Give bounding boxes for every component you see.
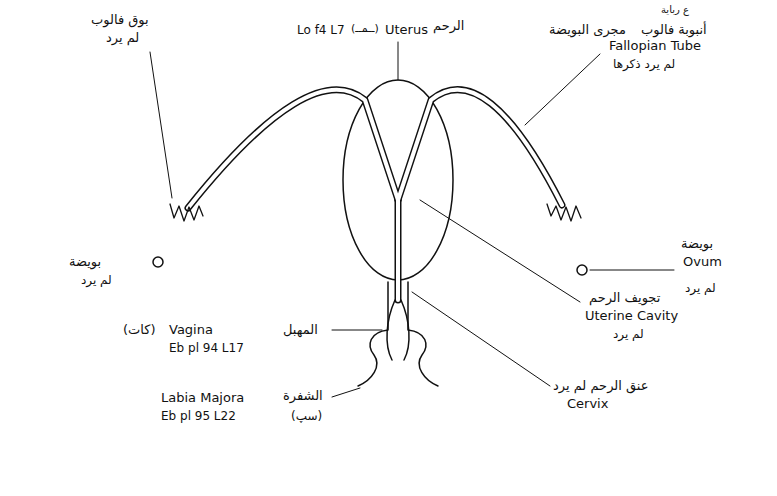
- note: بويضة: [680, 236, 714, 252]
- note: بويضة: [68, 254, 102, 270]
- vagina-outline: [358, 282, 438, 386]
- part-name: Uterine Cavity: [584, 308, 679, 324]
- ovum-right: [577, 265, 587, 275]
- note: الرحم: [432, 18, 465, 34]
- note: أنبوبة فالوب: [640, 22, 708, 38]
- note: تجويف الرحم: [588, 290, 661, 306]
- part-name: Labia Majora: [160, 390, 245, 406]
- note: (كات): [122, 322, 157, 338]
- note: لم يرد ذكرها: [612, 56, 676, 72]
- note: (ــمــ): [350, 21, 380, 37]
- note: المهبل: [282, 322, 319, 338]
- note: عنق الرحم لم يرد: [552, 378, 650, 394]
- fimbriae-right: [547, 204, 581, 221]
- note: لم يرد: [612, 326, 645, 342]
- note: (سپ): [290, 408, 323, 424]
- part-name: Eb pl 95 L22: [160, 408, 237, 424]
- part-name: Ovum: [682, 254, 723, 270]
- note: لم يرد: [80, 272, 113, 288]
- note: بوق فالوب: [90, 12, 150, 28]
- part-name: Lo f4 L7: [296, 22, 346, 38]
- note: الشفرة: [282, 388, 324, 404]
- fimbriae-left: [170, 204, 203, 221]
- part-name: Uterus: [384, 22, 429, 38]
- note: لم يرد: [684, 280, 717, 296]
- ovum-left: [153, 257, 163, 267]
- fallopian-tubes: [188, 90, 562, 300]
- part-name: Vagina: [168, 322, 214, 338]
- leader-lines: [150, 42, 674, 397]
- part-name: Cervix: [566, 396, 609, 412]
- part-name: Eb pl 94 L17: [168, 340, 245, 356]
- note: مجرى البويضة: [548, 22, 627, 38]
- part-name: Fallopian Tube: [608, 38, 702, 54]
- note: ع رباية: [660, 2, 690, 18]
- note: لم يرد: [105, 30, 140, 46]
